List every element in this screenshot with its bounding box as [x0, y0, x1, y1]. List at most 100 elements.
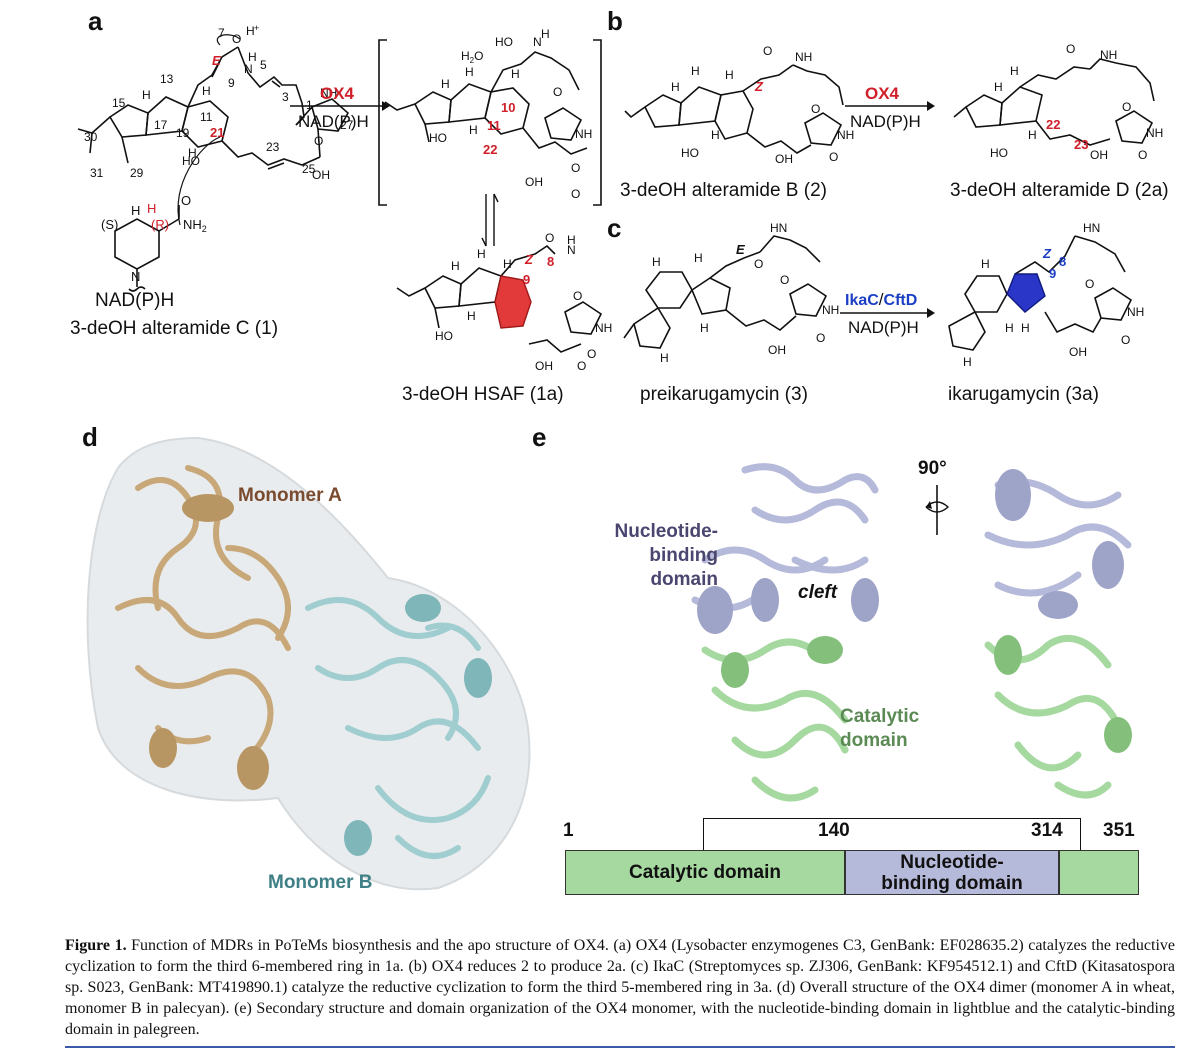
svg-text:O: O — [553, 85, 562, 99]
svg-text:H: H — [541, 27, 550, 41]
svg-text:13: 13 — [160, 72, 174, 86]
compound-2a-label: 3-deOH alteramide D (2a) — [950, 180, 1169, 201]
nbd-label: Nucleotide-binding domain — [614, 521, 718, 590]
tick-1: 1 — [563, 820, 574, 841]
svg-text:7: 7 — [218, 26, 225, 40]
svg-text:NH: NH — [822, 303, 839, 317]
svg-text:29: 29 — [130, 166, 144, 180]
ox4-dimer-structure — [86, 436, 531, 891]
svg-text:O: O — [181, 193, 191, 208]
svg-text:H: H — [465, 65, 474, 79]
svg-text:NH: NH — [595, 321, 612, 335]
compound-1-label: 3-deOH alteramide C (1) — [70, 318, 279, 339]
svg-text:Z: Z — [1042, 246, 1052, 261]
svg-text:NH2: NH2 — [183, 217, 207, 234]
compound-2-label: 3-deOH alteramide B (2) — [620, 180, 827, 201]
svg-text:3: 3 — [282, 90, 289, 104]
svg-text:N: N — [567, 243, 576, 257]
svg-text:NH: NH — [575, 127, 592, 141]
reaction-arrow-c — [840, 308, 935, 318]
svg-text:H: H — [700, 321, 709, 335]
svg-text:8: 8 — [1059, 254, 1066, 269]
monomer-a-label: Monomer A — [238, 485, 342, 506]
cleft-label: cleft — [798, 582, 838, 603]
svg-text:O: O — [763, 44, 772, 58]
svg-text:O: O — [571, 161, 580, 175]
svg-text:10: 10 — [501, 100, 515, 115]
tick-351: 351 — [1103, 820, 1135, 841]
svg-text:15: 15 — [112, 96, 126, 110]
rotation-icon — [925, 485, 950, 535]
equilibrium-arrows — [481, 193, 499, 247]
svg-text:H: H — [652, 255, 661, 269]
nbd-ribbon — [691, 463, 879, 612]
svg-text:17: 17 — [154, 118, 168, 132]
panel-letter-d: d — [82, 422, 98, 452]
domain-bar: 1 140 314 351 Catalytic domain Nucleotid… — [563, 818, 1143, 898]
svg-text:O: O — [545, 231, 554, 245]
nadph-label: NAD(P)H — [95, 290, 175, 311]
svg-text:O: O — [1121, 333, 1130, 347]
ox4-monomer-view-2 — [984, 469, 1132, 799]
svg-text:H: H — [691, 64, 700, 78]
svg-text:30: 30 — [84, 130, 98, 144]
enzyme-label-c: IkaC/CftD — [845, 290, 917, 310]
svg-text:H2O: H2O — [461, 49, 483, 65]
svg-text:O: O — [232, 32, 241, 46]
svg-text:HO: HO — [429, 131, 447, 145]
svg-text:H: H — [1005, 321, 1014, 335]
svg-text:H: H — [511, 67, 520, 81]
monomer-b-label: Monomer B — [268, 872, 373, 893]
svg-text:HN: HN — [1083, 221, 1100, 235]
svg-text:OH: OH — [1090, 148, 1108, 162]
figure-caption: Figure 1. Function of MDRs in PoTeMs bio… — [65, 935, 1175, 1040]
svg-text:NH: NH — [1146, 126, 1163, 140]
svg-text:HO: HO — [681, 146, 699, 160]
svg-text:NH: NH — [1100, 48, 1117, 62]
compound-3a-structure: HN O NH O OH H H H H Z 8 9 — [948, 221, 1144, 369]
svg-text:11: 11 — [487, 118, 501, 133]
ox4-label-b: OX4 — [865, 84, 900, 103]
svg-text:H: H — [147, 201, 156, 216]
svg-text:O: O — [1085, 277, 1094, 291]
reaction-arrow-b — [845, 101, 935, 111]
svg-text:H: H — [963, 355, 972, 369]
compound-3a-label: ikarugamycin (3a) — [948, 384, 1099, 405]
svg-text:(S): (S) — [101, 217, 118, 232]
svg-text:9: 9 — [523, 272, 530, 287]
segment-nbd-line1: Nucleotide- — [900, 851, 1004, 873]
svg-text:N: N — [131, 269, 140, 284]
svg-text:O: O — [1066, 42, 1075, 56]
svg-text:27: 27 — [340, 118, 354, 132]
svg-text:5: 5 — [260, 58, 267, 72]
compound-2-structure: O NH O NH O OH HO H H H H Z — [624, 44, 854, 166]
svg-text:HO: HO — [495, 35, 513, 49]
svg-text:25: 25 — [302, 162, 316, 176]
svg-text:H: H — [451, 259, 460, 273]
svg-text:H: H — [246, 24, 255, 38]
svg-text:21: 21 — [210, 125, 224, 140]
ox4-label-a: OX4 — [320, 84, 355, 103]
tick-140: 140 — [818, 820, 850, 841]
compound-1a-label: 3-deOH HSAF (1a) — [402, 384, 564, 405]
svg-text:H: H — [188, 146, 197, 160]
svg-text:N: N — [533, 35, 542, 49]
svg-text:O: O — [829, 150, 838, 164]
svg-text:O: O — [780, 273, 789, 287]
svg-text:O: O — [577, 359, 586, 373]
catalytic-domain-label: Catalytic domain — [840, 706, 920, 751]
svg-text:O: O — [754, 257, 763, 271]
svg-text:H: H — [467, 309, 476, 323]
svg-text:(R): (R) — [151, 217, 169, 232]
nadph-reagent-a: NAD(P)H — [298, 112, 369, 131]
svg-text:O: O — [587, 347, 596, 361]
bracket-line — [703, 818, 1081, 850]
svg-text:1: 1 — [306, 98, 313, 112]
new-5-ring-highlight — [1006, 273, 1046, 313]
caption-text: Function of MDRs in PoTeMs biosynthesis … — [65, 937, 1175, 1038]
compound-3-label: preikarugamycin (3) — [640, 384, 808, 405]
svg-text:H: H — [131, 203, 140, 218]
svg-text:H: H — [694, 251, 703, 265]
svg-text:19: 19 — [176, 126, 190, 140]
svg-text:E: E — [736, 242, 745, 257]
